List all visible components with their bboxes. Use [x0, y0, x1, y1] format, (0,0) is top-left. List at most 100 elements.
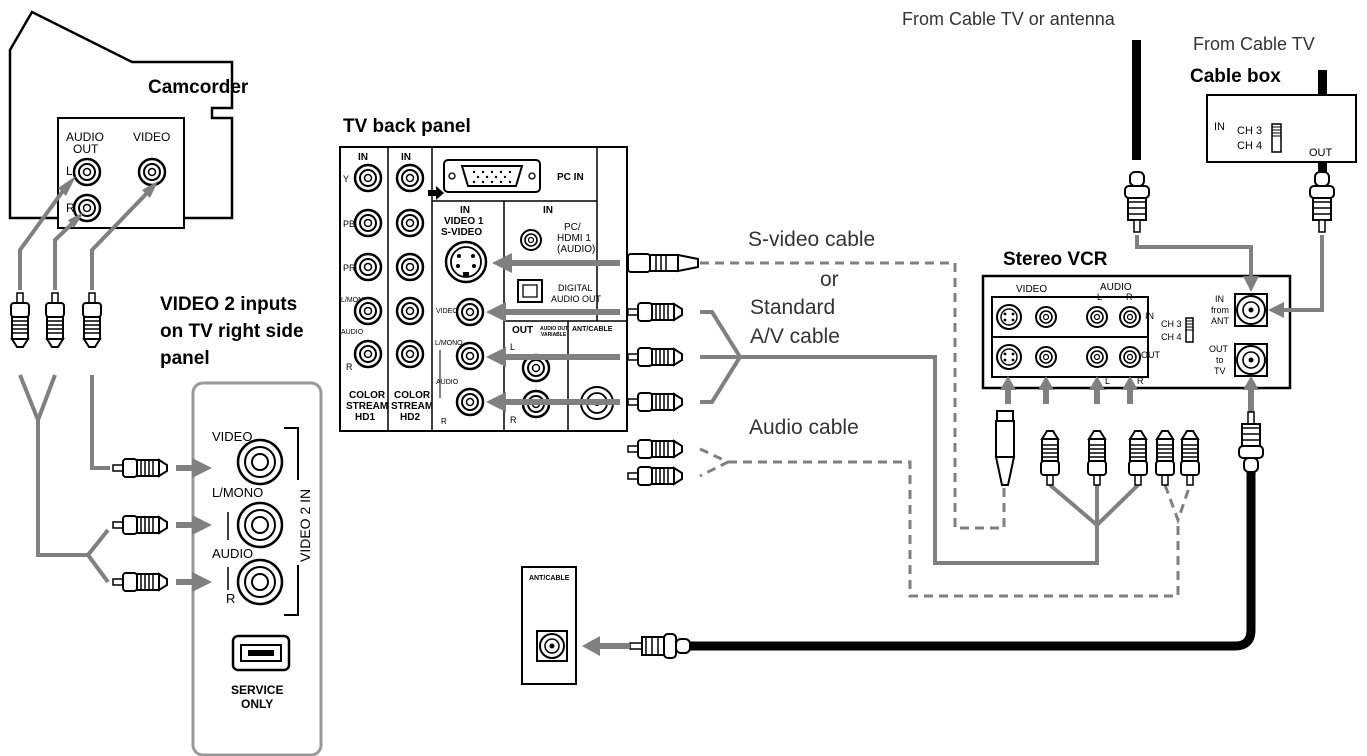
audio-cable	[699, 447, 1192, 598]
camcorder-title: Camcorder	[148, 77, 249, 98]
ant-cable-panel-jack[interactable]	[536, 630, 568, 662]
tv-cs-hd1-b: STREAM	[346, 401, 388, 412]
tv-r-label: R	[346, 362, 353, 372]
tv-in-video1-label: IN	[460, 205, 470, 216]
vcr-r-bottom-label: R	[1137, 376, 1144, 386]
video2-video-jack[interactable]	[236, 438, 284, 486]
tv-svideo-jack[interactable]	[444, 240, 488, 284]
video2-r-jack[interactable]	[236, 558, 284, 606]
tv-ant-cable-label: ANT/CABLE	[572, 326, 613, 333]
tv-y-jack-2[interactable]	[395, 163, 425, 193]
video2-l-jack[interactable]	[236, 501, 284, 549]
vcr-out-label: OUT	[1141, 350, 1161, 360]
vcr-video-out-jack[interactable]	[1035, 346, 1057, 368]
vcr-audio-r-out-jack[interactable]	[1119, 346, 1141, 368]
tv-l-jack-1[interactable]	[353, 296, 383, 326]
vcr-l-top-label: L	[1097, 292, 1102, 302]
tv-digital-audio-out-port[interactable]	[517, 279, 543, 303]
tv-cs-hd2-b: STREAM	[391, 401, 433, 412]
vcr-audio-l-plug	[1087, 430, 1107, 486]
video2-panel: VIDEO L/MONO AUDIO R VIDEO 2 IN SERV	[191, 381, 323, 756]
vcr-video-plug	[1040, 430, 1060, 486]
tv-pr-jack-2[interactable]	[395, 252, 425, 282]
tv-svideo-label: S-VIDEO	[441, 227, 482, 238]
svideo-cable	[700, 261, 1006, 530]
service-usb-port[interactable]	[231, 634, 291, 672]
vcr-audio-label: AUDIO	[1100, 282, 1132, 293]
tv-pb-jack-2[interactable]	[395, 208, 425, 238]
camcorder-out-label: OUT	[73, 142, 99, 156]
audio-l-plug	[627, 439, 683, 459]
tv-pr-label: PR	[343, 263, 356, 273]
vcr-in-ant-1: IN	[1215, 294, 1224, 304]
cable-box-in-label: IN	[1214, 121, 1225, 133]
tv-video1-r-jack[interactable]	[455, 387, 485, 417]
camcorder-video-label: VIDEO	[133, 130, 170, 144]
video2-in-label: VIDEO 2 IN	[297, 489, 313, 562]
cable-audio-label: Audio cable	[749, 416, 859, 439]
cable-standard-label-1: Standard	[750, 296, 835, 319]
vcr-svideo-in-jack[interactable]	[996, 304, 1022, 330]
video2-video-label: VIDEO	[212, 429, 252, 444]
tv-y-jack-1[interactable]	[353, 163, 383, 193]
tv-r-out-label: R	[510, 415, 517, 425]
vcr-svideo-out-jack[interactable]	[996, 344, 1022, 370]
camcorder-cables	[18, 182, 152, 584]
camcorder-audio-label: AUDIO	[66, 130, 104, 144]
vcr-in-ant-2: from	[1211, 305, 1229, 315]
stereo-vcr: VIDEO AUDIO L R IN OUT L R CH 3 CH 4 IN	[981, 274, 1292, 390]
camcorder-video-jack[interactable]	[137, 157, 167, 187]
tv-in-pc-label: IN	[543, 205, 553, 216]
tv-video-label: VIDEO	[436, 308, 458, 315]
tv-r-jack-1[interactable]	[353, 339, 383, 369]
tv-l-jack-2[interactable]	[395, 296, 425, 326]
tv-pb-jack-1[interactable]	[353, 208, 383, 238]
vcr-in-ant-3: ANT	[1211, 316, 1230, 326]
tv-r-jack-2[interactable]	[395, 339, 425, 369]
cable-box-title: Cable box	[1190, 66, 1281, 87]
vcr-audio-l-in-jack[interactable]	[1086, 306, 1108, 328]
camcorder: Camcorder AUDIO OUT VIDEO L R	[8, 10, 249, 229]
vcr-out-tv-3: TV	[1214, 366, 1226, 376]
tv-r2-label: R	[441, 417, 447, 426]
tv-cs-hd1-a: COLOR	[349, 390, 386, 401]
audio-r-plug	[627, 466, 683, 486]
tv-pc-audio-jack[interactable]	[520, 229, 542, 251]
vcr-ant-out-jack[interactable]	[1234, 343, 1268, 377]
tv-video1-l-jack[interactable]	[455, 341, 485, 371]
vcr-ch3-label: CH 3	[1161, 319, 1182, 329]
vcr-ant-in-jack[interactable]	[1234, 293, 1268, 327]
tv-pr-jack-1[interactable]	[353, 252, 383, 282]
cable-box-channel-switch[interactable]	[1271, 123, 1282, 153]
vcr-audio-l-out-jack[interactable]	[1086, 346, 1108, 368]
camcorder-arrows	[58, 176, 158, 228]
cable-box-ch3-label: CH 3	[1237, 125, 1262, 137]
video2-r-label: R	[226, 591, 235, 606]
tv-lmono-label: L/MONO	[341, 297, 369, 304]
camcorder-plug-3	[82, 292, 102, 348]
vcr-l-bottom-label: L	[1105, 376, 1110, 386]
video2-audio-label: AUDIO	[212, 546, 253, 561]
tv-pc-in-label: PC IN	[557, 172, 584, 183]
service-label-1: SERVICE	[231, 683, 283, 697]
tv-audio-out-var-b: VARIABLE	[541, 332, 567, 338]
tv-l-out-label: L	[510, 342, 515, 352]
tv-audio2-label: AUDIO	[436, 379, 459, 386]
tv-video1-label: VIDEO 1	[444, 216, 484, 227]
vcr-video-in-jack[interactable]	[1035, 306, 1057, 328]
cable-box-out-label: OUT	[1309, 147, 1333, 159]
tv-in-2: IN	[401, 152, 411, 163]
video2-title-3: panel	[160, 348, 210, 369]
tv-pc-in-port[interactable]	[443, 159, 541, 193]
camcorder-audio-l-jack[interactable]	[72, 157, 102, 187]
service-label-2: ONLY	[241, 697, 273, 711]
vcr-audio-r-in-jack[interactable]	[1119, 306, 1141, 328]
vcr-audio-r-plug	[1128, 430, 1148, 486]
vcr-channel-switch[interactable]	[1185, 317, 1194, 343]
av-l-plug	[627, 347, 683, 367]
camcorder-plug-1	[10, 292, 30, 348]
tv-video1-video-jack[interactable]	[455, 297, 485, 327]
vcr-audio-in-l-plug	[1155, 430, 1175, 486]
tv-cs-hd1-c: HD1	[355, 412, 375, 423]
